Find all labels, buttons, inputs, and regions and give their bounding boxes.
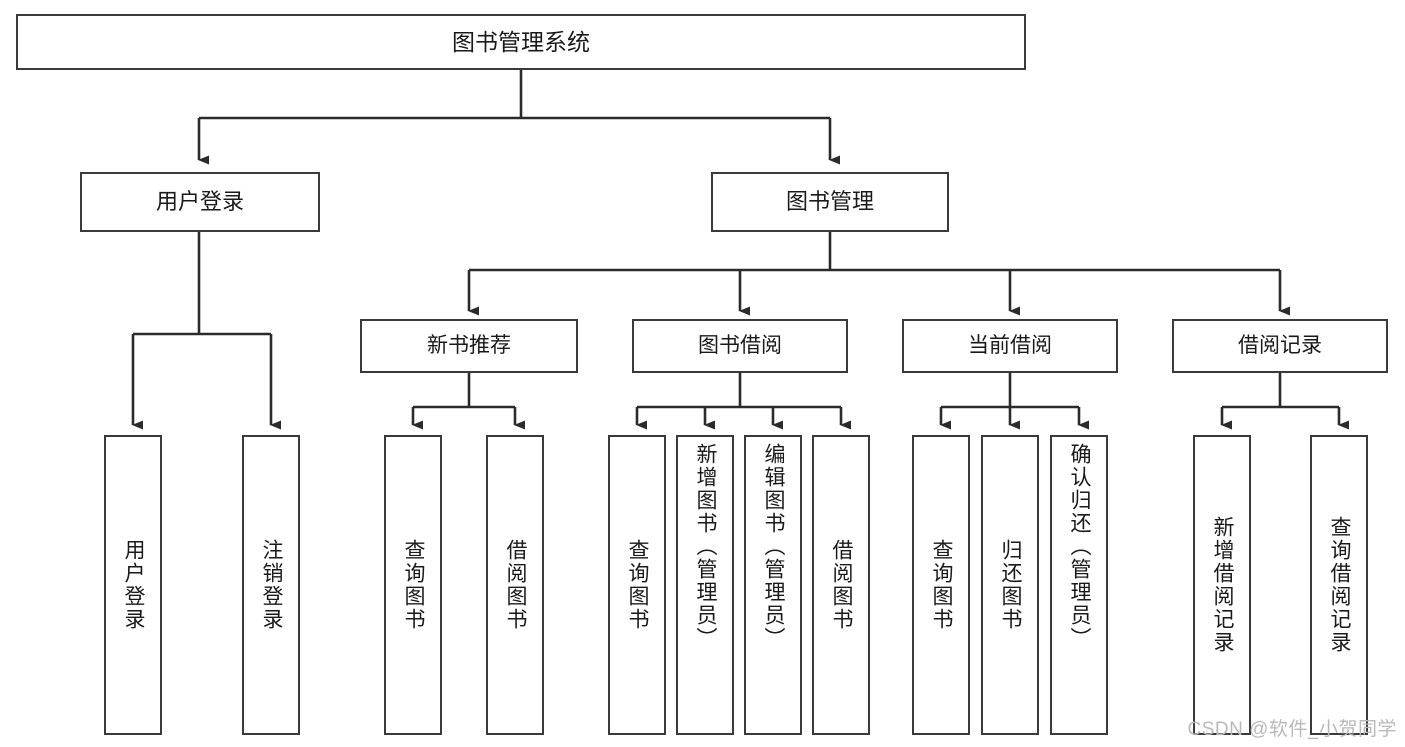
- node-user-login[interactable]: 用户登录: [80, 172, 320, 232]
- leaf-label: 借阅图书: [504, 539, 528, 631]
- node-user-login-label: 用户登录: [155, 189, 244, 215]
- leaf-book-borrow-borrow-book[interactable]: 借阅图书: [812, 435, 870, 735]
- leaf-current-borrow-return-book[interactable]: 归还图书: [981, 435, 1039, 735]
- node-new-book-recommend[interactable]: 新书推荐: [360, 319, 578, 373]
- leaf-label: 编辑图书（管理员）: [762, 443, 786, 650]
- leaf-book-borrow-query-book[interactable]: 查询图书: [608, 435, 666, 735]
- node-borrow-record[interactable]: 借阅记录: [1172, 319, 1388, 373]
- leaf-label: 归还图书: [999, 539, 1023, 631]
- leaf-current-borrow-query-book[interactable]: 查询图书: [912, 435, 970, 735]
- node-current-borrow-label: 当前借阅: [968, 333, 1052, 357]
- leaf-label: 查询图书: [930, 539, 954, 631]
- leaf-label: 查询图书: [626, 539, 650, 631]
- leaf-book-borrow-edit-book[interactable]: 编辑图书（管理员）: [744, 435, 802, 735]
- node-root[interactable]: 图书管理系统: [16, 14, 1026, 70]
- leaf-user-login-login[interactable]: 用户登录: [104, 435, 162, 735]
- node-new-book-recommend-label: 新书推荐: [427, 333, 511, 357]
- node-book-manage-label: 图书管理: [785, 189, 874, 215]
- leaf-book-borrow-add-book[interactable]: 新增图书（管理员）: [676, 435, 734, 735]
- leaf-new-book-query-book[interactable]: 查询图书: [384, 435, 442, 735]
- leaf-borrow-record-add-record[interactable]: 新增借阅记录: [1193, 435, 1251, 735]
- leaf-current-borrow-confirm-return[interactable]: 确认归还（管理员）: [1050, 435, 1108, 735]
- leaf-label: 借阅图书: [830, 539, 854, 631]
- leaf-user-login-logout[interactable]: 注销登录: [242, 435, 300, 735]
- node-root-label: 图书管理系统: [452, 28, 590, 55]
- node-current-borrow[interactable]: 当前借阅: [902, 319, 1118, 373]
- leaf-new-book-borrow-book[interactable]: 借阅图书: [486, 435, 544, 735]
- leaf-label: 查询借阅记录: [1328, 516, 1352, 654]
- node-borrow-record-label: 借阅记录: [1238, 333, 1322, 357]
- node-book-manage[interactable]: 图书管理: [711, 172, 949, 232]
- leaf-label: 新增借阅记录: [1211, 516, 1235, 654]
- leaf-label: 注销登录: [260, 539, 284, 631]
- leaf-label: 确认归还（管理员）: [1068, 443, 1092, 650]
- leaf-label: 用户登录: [122, 539, 146, 631]
- node-book-borrow[interactable]: 图书借阅: [632, 319, 848, 373]
- watermark: CSDN @软件_小贺同学: [1187, 719, 1397, 740]
- node-book-borrow-label: 图书借阅: [698, 333, 782, 357]
- leaf-label: 查询图书: [402, 539, 426, 631]
- leaf-label: 新增图书（管理员）: [694, 443, 718, 650]
- leaf-borrow-record-query-record[interactable]: 查询借阅记录: [1310, 435, 1368, 735]
